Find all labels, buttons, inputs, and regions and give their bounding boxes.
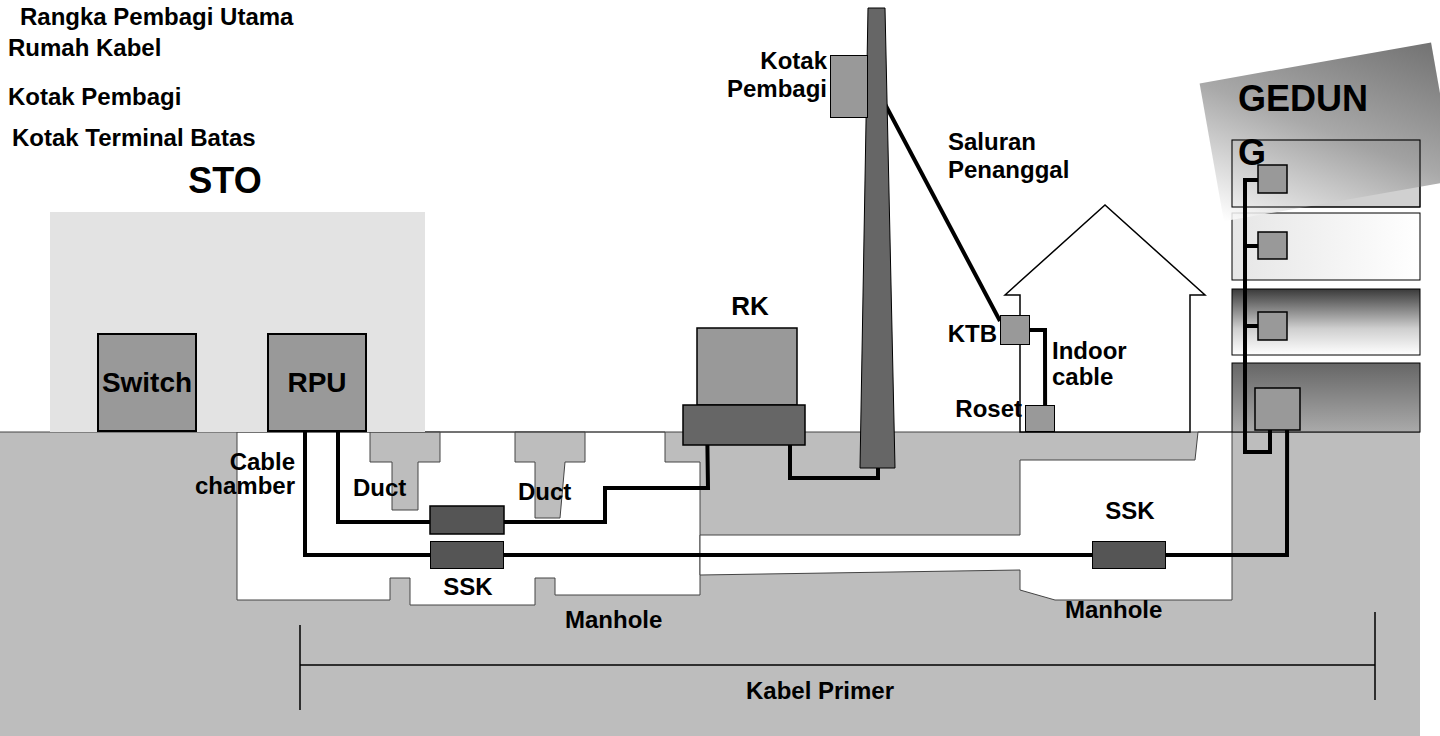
node-label: STO xyxy=(160,160,290,201)
part-label: Kabel Primer xyxy=(700,677,940,705)
cable-stroke xyxy=(1030,330,1045,405)
office-region: STOSwitchRPU xyxy=(50,212,425,432)
node-label: Roset xyxy=(916,395,1022,423)
cable-stroke xyxy=(338,432,708,522)
node-label: RK xyxy=(705,292,795,322)
node-label: Kotak Pembagi xyxy=(725,47,827,102)
node-label: KTB xyxy=(931,320,997,348)
splice-closure: SSK xyxy=(1092,541,1166,569)
cable-house: RK xyxy=(683,328,805,445)
part-label: Rumah Kabel xyxy=(8,34,228,62)
part-label: Cable chamber xyxy=(190,450,295,498)
splice-closure: SSK xyxy=(430,541,504,569)
part-label: Duct xyxy=(518,478,588,506)
terminal-box: KTB xyxy=(1000,315,1030,345)
cable-line xyxy=(305,432,430,555)
cable-line xyxy=(504,555,1092,556)
cable-line xyxy=(1166,432,1287,555)
part-label: Rangka Pembagi Utama xyxy=(20,3,340,31)
part-label: Duct xyxy=(353,474,423,502)
part-label: Manhole xyxy=(565,606,685,634)
cable-stroke xyxy=(1166,432,1287,555)
distribution-box: Kotak Pembagi xyxy=(830,55,868,118)
node-label: GEDUN G xyxy=(1238,72,1380,180)
node-label: Switch xyxy=(102,367,192,399)
node-label: SSK xyxy=(428,573,508,601)
switch-box: Switch xyxy=(97,333,197,432)
cable-label: Indoor cable xyxy=(1052,338,1152,390)
distribution-frame-box: RPU xyxy=(267,333,367,432)
cable-stroke xyxy=(305,432,430,555)
part-label: Kotak Pembagi xyxy=(8,83,228,111)
node-label: RPU xyxy=(287,367,346,399)
cable-label: Saluran Penanggal xyxy=(948,128,1078,184)
part-label: Manhole xyxy=(1065,596,1185,624)
node-label: SSK xyxy=(1090,497,1170,525)
part-label: Kotak Terminal Batas xyxy=(12,124,312,152)
cable-line xyxy=(1030,330,1045,405)
cable-stroke xyxy=(504,553,1092,557)
building: GEDUN G xyxy=(1232,140,1420,432)
rosette-box: Roset xyxy=(1025,405,1055,432)
cable-line xyxy=(338,432,708,522)
